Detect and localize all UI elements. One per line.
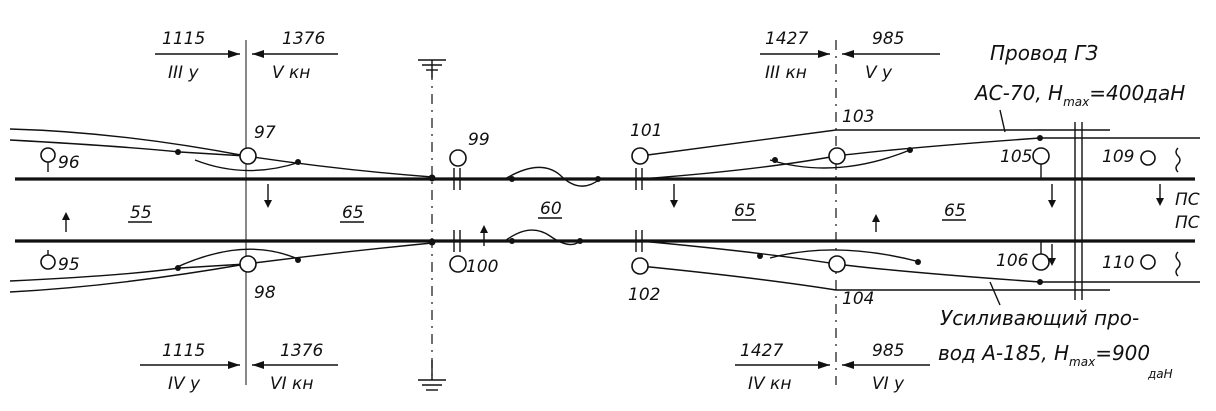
svg-text:1427: 1427 [740,341,783,361]
svg-text:VI у: VI у [872,374,905,394]
svg-text:60: 60 [540,199,562,219]
wire-top-center-wave [504,166,601,187]
fraction-bottom-left: 1115 IV у [140,341,240,394]
ground-icon-bottom [418,360,446,391]
span-label-top-center: 60 [538,199,562,219]
svg-text:VI кн: VI кн [270,374,313,394]
wire-bottom-loop-104 [769,249,921,263]
reinforcing-wire-annotation: Усиливающий про- вод А-185, Hmax=900 даН [938,281,1173,381]
pole-101 [631,147,649,165]
wire-dots [175,135,1043,285]
svg-text:1376: 1376 [280,341,323,361]
svg-text:III кн: III кн [765,63,807,83]
fraction-top-left-2: 1376 V кн [252,29,338,83]
support-label-105: 105 [1000,147,1032,167]
svg-text:V кн: V кн [272,63,310,83]
pole-106 [1032,241,1050,271]
span-label-top-right-b: 65 [942,201,966,221]
support-label-97: 97 [254,123,276,143]
svg-text:даН: даН [1147,367,1173,381]
pole-109 [1140,147,1181,173]
support-label-100: 100 [466,257,498,277]
wire-bottom-center-wave [504,229,581,246]
wire-top-loop-97 [194,159,301,172]
svg-text:V у: V у [865,63,893,83]
section-insulator-center [453,168,643,252]
svg-text:1427: 1427 [765,29,808,49]
wire-top-right [639,129,1110,157]
support-label-109: 109 [1102,147,1134,167]
svg-text:1115: 1115 [162,29,205,49]
wire-bottom-loop-98 [174,248,301,269]
fraction-bottom-left-2: 1376 VI кн [252,341,338,394]
pole-103 [828,147,846,165]
ground-icon-top [418,59,446,78]
support-label-102: 102 [628,285,660,305]
pole-96 [40,147,56,172]
svg-text:ПС: ПС [1175,213,1200,233]
support-label-106: 106 [996,251,1029,271]
substation-labels: ПС ПС [1175,190,1200,233]
svg-text:ПС: ПС [1175,190,1200,210]
pole-110 [1140,251,1181,277]
pole-104 [828,255,846,273]
svg-text:65: 65 [342,203,364,223]
wire-g3-annotation: Провод ГЗ АС-70, Hmax=400даН [973,41,1185,133]
pole-102 [631,257,649,275]
svg-text:Провод ГЗ: Провод ГЗ [990,41,1098,65]
svg-text:АС-70, Hmax=400даН: АС-70, Hmax=400даН [973,81,1185,109]
svg-text:III у: III у [168,63,199,83]
axis-arrow-icons [228,50,854,369]
span-label-top-left: 55 [128,203,152,223]
pole-97 [239,147,257,165]
svg-text:65: 65 [944,201,966,221]
pole-105 [1032,147,1050,179]
svg-text:IV кн: IV кн [748,374,791,394]
pole-98 [239,255,257,273]
wire-top-loop-103 [769,149,911,169]
support-label-101: 101 [630,121,662,141]
direction-arrow-icons [62,184,1164,266]
svg-text:55: 55 [130,203,152,223]
fraction-top-right-2: 985 V у [842,29,940,83]
support-label-96: 96 [58,153,80,173]
svg-text:вод А-185, Hmax=900: вод А-185, Hmax=900 [938,341,1150,369]
svg-text:1115: 1115 [162,341,205,361]
svg-text:985: 985 [872,29,904,49]
fraction-bottom-right: 1427 IV кн [735,341,830,394]
section-insulator-right [1074,122,1083,300]
span-label-top-mid: 65 [340,203,364,223]
pole-95 [40,250,56,270]
pole-99 [449,149,467,167]
wire-top-left-2 [9,139,247,157]
support-label-103: 103 [842,107,874,127]
fraction-bottom-right-2: 985 VI у [842,341,930,394]
fraction-top-right: 1427 III кн [760,29,830,83]
svg-text:65: 65 [734,201,756,221]
support-label-110: 110 [1102,253,1134,273]
wire-bottom-left-2 [9,263,247,282]
svg-text:1376: 1376 [282,29,325,49]
support-label-95: 95 [58,255,80,275]
svg-text:Усиливающий про-: Усиливающий про- [940,306,1139,330]
svg-text:IV у: IV у [168,374,201,394]
support-label-104: 104 [842,289,874,309]
wire-bottom-right [639,265,1110,291]
pole-100 [449,255,467,273]
span-label-top-right-a: 65 [732,201,756,221]
support-label-99: 99 [468,130,490,150]
fraction-top-left: 1115 III у [155,29,240,83]
svg-text:985: 985 [872,341,904,361]
support-label-98: 98 [254,283,276,303]
